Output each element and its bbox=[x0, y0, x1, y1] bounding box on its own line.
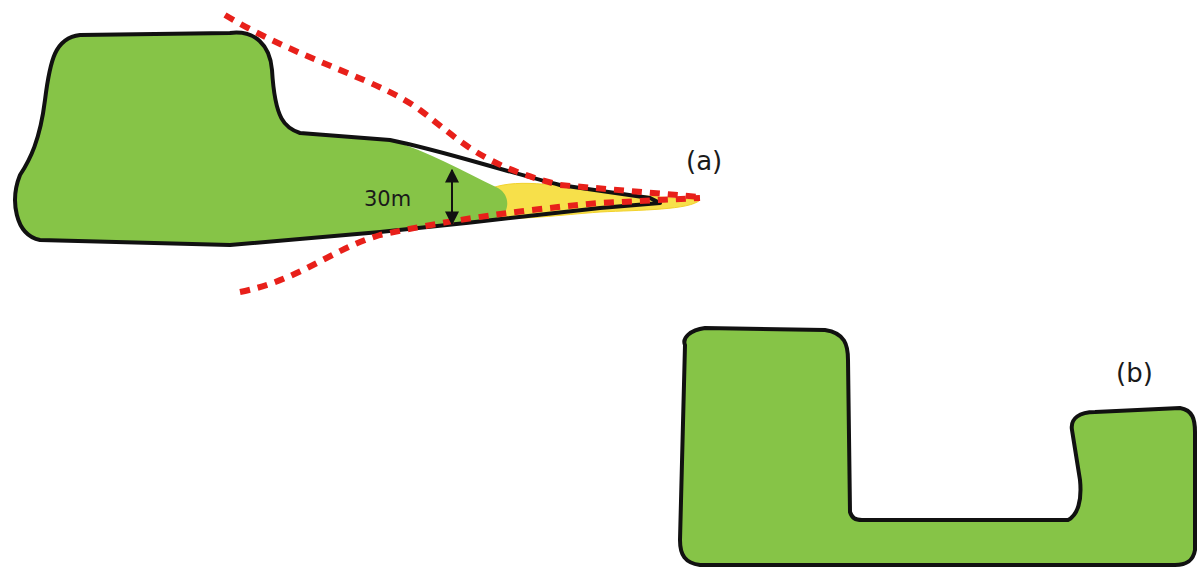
figure-label: (b) bbox=[1116, 360, 1153, 386]
forest-patch-a-outline bbox=[15, 33, 660, 245]
dimension-arrow bbox=[451, 170, 453, 224]
dimension-label: 30m bbox=[364, 189, 411, 210]
forest-patch-a-fill bbox=[15, 33, 507, 245]
red-dotted-line-bottom bbox=[240, 198, 700, 292]
red-dotted-line-top bbox=[225, 15, 700, 197]
figure-label: (a) bbox=[686, 148, 722, 174]
forest-patch-b bbox=[680, 328, 1195, 565]
